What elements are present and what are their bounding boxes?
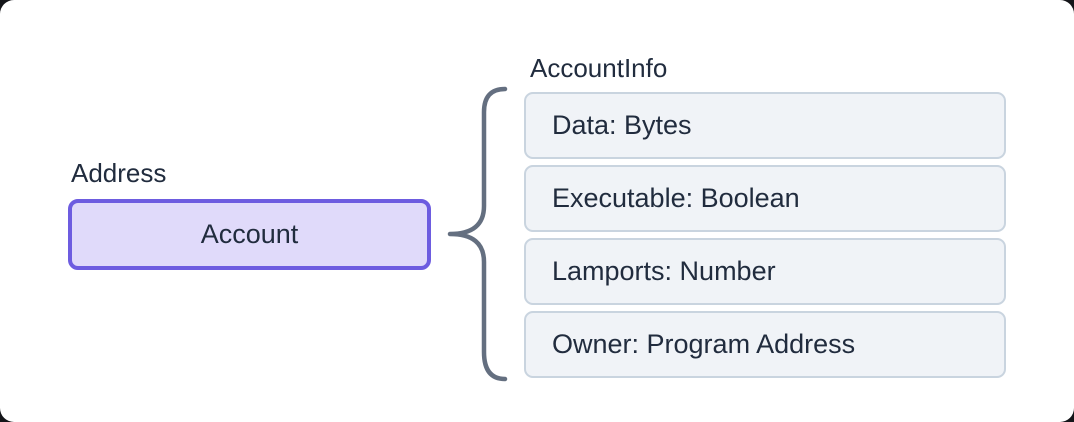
address-label: Address: [71, 158, 167, 188]
field-label: Owner: Program Address: [552, 329, 856, 359]
curly-brace-icon: [447, 86, 508, 382]
account-box: Account: [68, 199, 431, 270]
accountinfo-fields: Data: Bytes Executable: Boolean Lamports…: [524, 92, 1006, 378]
field-row-executable: Executable: Boolean: [524, 165, 1006, 232]
field-row-data: Data: Bytes: [524, 92, 1006, 159]
field-row-lamports: Lamports: Number: [524, 238, 1006, 305]
field-row-owner: Owner: Program Address: [524, 311, 1006, 378]
accountinfo-label: AccountInfo: [530, 53, 668, 83]
field-label: Data: Bytes: [552, 110, 692, 140]
field-label: Lamports: Number: [552, 256, 776, 286]
account-box-label: Account: [200, 219, 299, 249]
field-label: Executable: Boolean: [552, 183, 800, 213]
